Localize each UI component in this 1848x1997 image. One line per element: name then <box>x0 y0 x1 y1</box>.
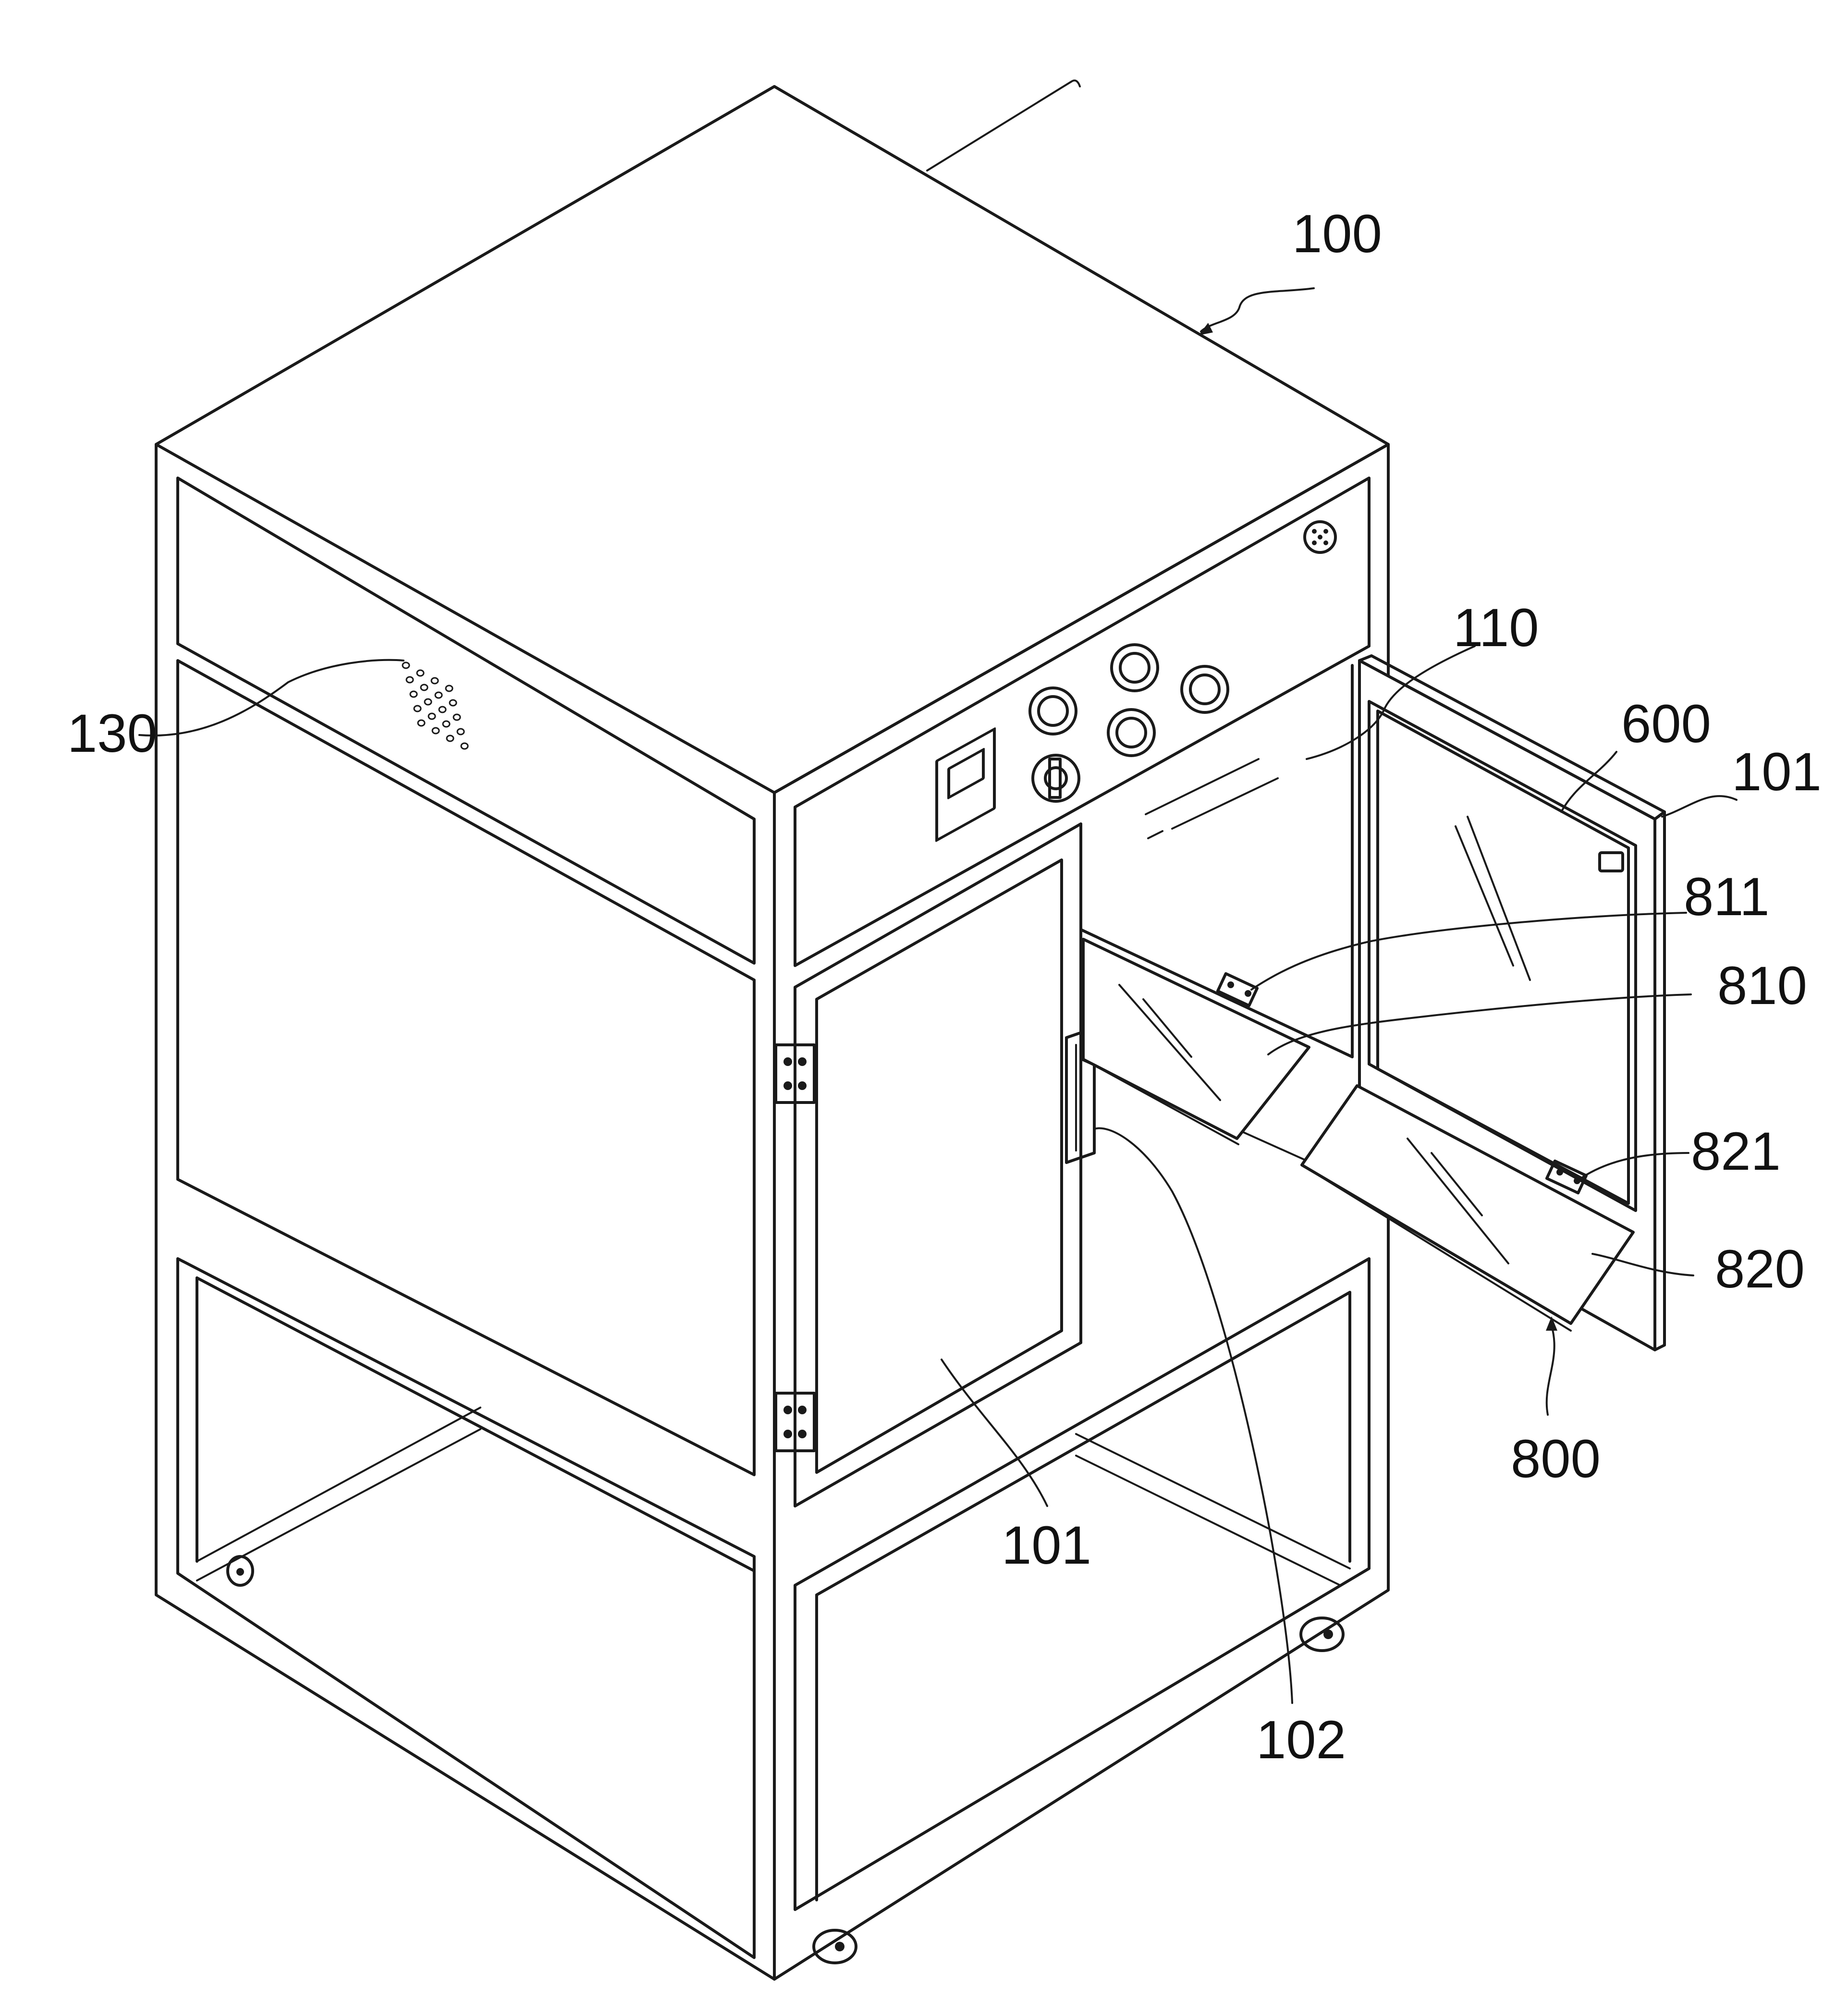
tray-820 <box>1300 1084 1635 1332</box>
vent-hole <box>431 727 440 735</box>
front-door-101 <box>774 822 1096 1507</box>
vent-hole <box>402 662 410 669</box>
label-101-door: 101 <box>1732 742 1822 802</box>
grille-dot <box>1318 535 1322 539</box>
vent-hole <box>413 705 422 712</box>
leader-130 <box>138 659 404 737</box>
grille-dot <box>1312 540 1317 545</box>
leader-811 <box>1250 912 1687 991</box>
control-panel <box>935 643 1229 842</box>
vent-hole <box>420 684 428 691</box>
leader-101-door <box>1661 795 1738 818</box>
leader-600 <box>1560 751 1617 813</box>
leader-800 <box>1545 1325 1555 1416</box>
vent-hole <box>449 699 457 707</box>
reference-labels: 100 110 130 600 101 811 810 821 820 800 … <box>67 204 1822 1770</box>
label-101-front: 101 <box>1002 1515 1091 1575</box>
label-100: 100 <box>1292 204 1382 264</box>
leader-110 <box>1306 645 1476 760</box>
vent-hole <box>460 742 469 750</box>
vent-hole <box>453 713 461 721</box>
vent-hole <box>430 677 439 685</box>
label-130: 130 <box>67 703 157 763</box>
vent-hole <box>442 720 451 728</box>
leader-101-front <box>941 1359 1048 1507</box>
label-811: 811 <box>1684 867 1770 927</box>
label-110: 110 <box>1453 598 1539 658</box>
label-600: 600 <box>1621 694 1711 754</box>
arrowhead-100 <box>1199 323 1213 335</box>
leader-102 <box>1093 1127 1293 1704</box>
leader-810 <box>1267 993 1692 1055</box>
label-820: 820 <box>1715 1239 1805 1299</box>
vent-hole <box>434 691 443 699</box>
leader-821 <box>1582 1152 1689 1178</box>
grille-dot <box>1312 529 1317 534</box>
vent-hole <box>417 719 426 727</box>
vent-hole <box>428 712 436 720</box>
speaker-grille <box>1312 529 1328 545</box>
vent-hole <box>424 698 432 706</box>
vent-hole <box>405 676 414 684</box>
vent-hole <box>446 735 454 742</box>
leader-lines <box>138 287 1738 1704</box>
leader-820 <box>1591 1253 1694 1276</box>
grille-dot <box>1323 529 1328 534</box>
vent-hole <box>438 706 447 713</box>
label-102: 102 <box>1256 1710 1346 1770</box>
vent-hole <box>445 685 453 692</box>
vent-hole <box>456 728 465 735</box>
leader-100 <box>1200 287 1315 332</box>
label-810: 810 <box>1717 956 1807 1016</box>
vent-hole <box>416 669 425 677</box>
tray-810 <box>1082 938 1310 1145</box>
label-821: 821 <box>1691 1121 1781 1181</box>
cabinet-left-side <box>155 443 776 1981</box>
cabinet-front <box>773 443 1390 1981</box>
vent-holes-130 <box>402 662 469 750</box>
cabinet-top <box>155 79 1390 794</box>
arrowhead-800 <box>1546 1316 1557 1331</box>
vent-hole <box>409 690 418 698</box>
label-800: 800 <box>1511 1429 1601 1489</box>
grille-dot <box>1323 540 1328 545</box>
